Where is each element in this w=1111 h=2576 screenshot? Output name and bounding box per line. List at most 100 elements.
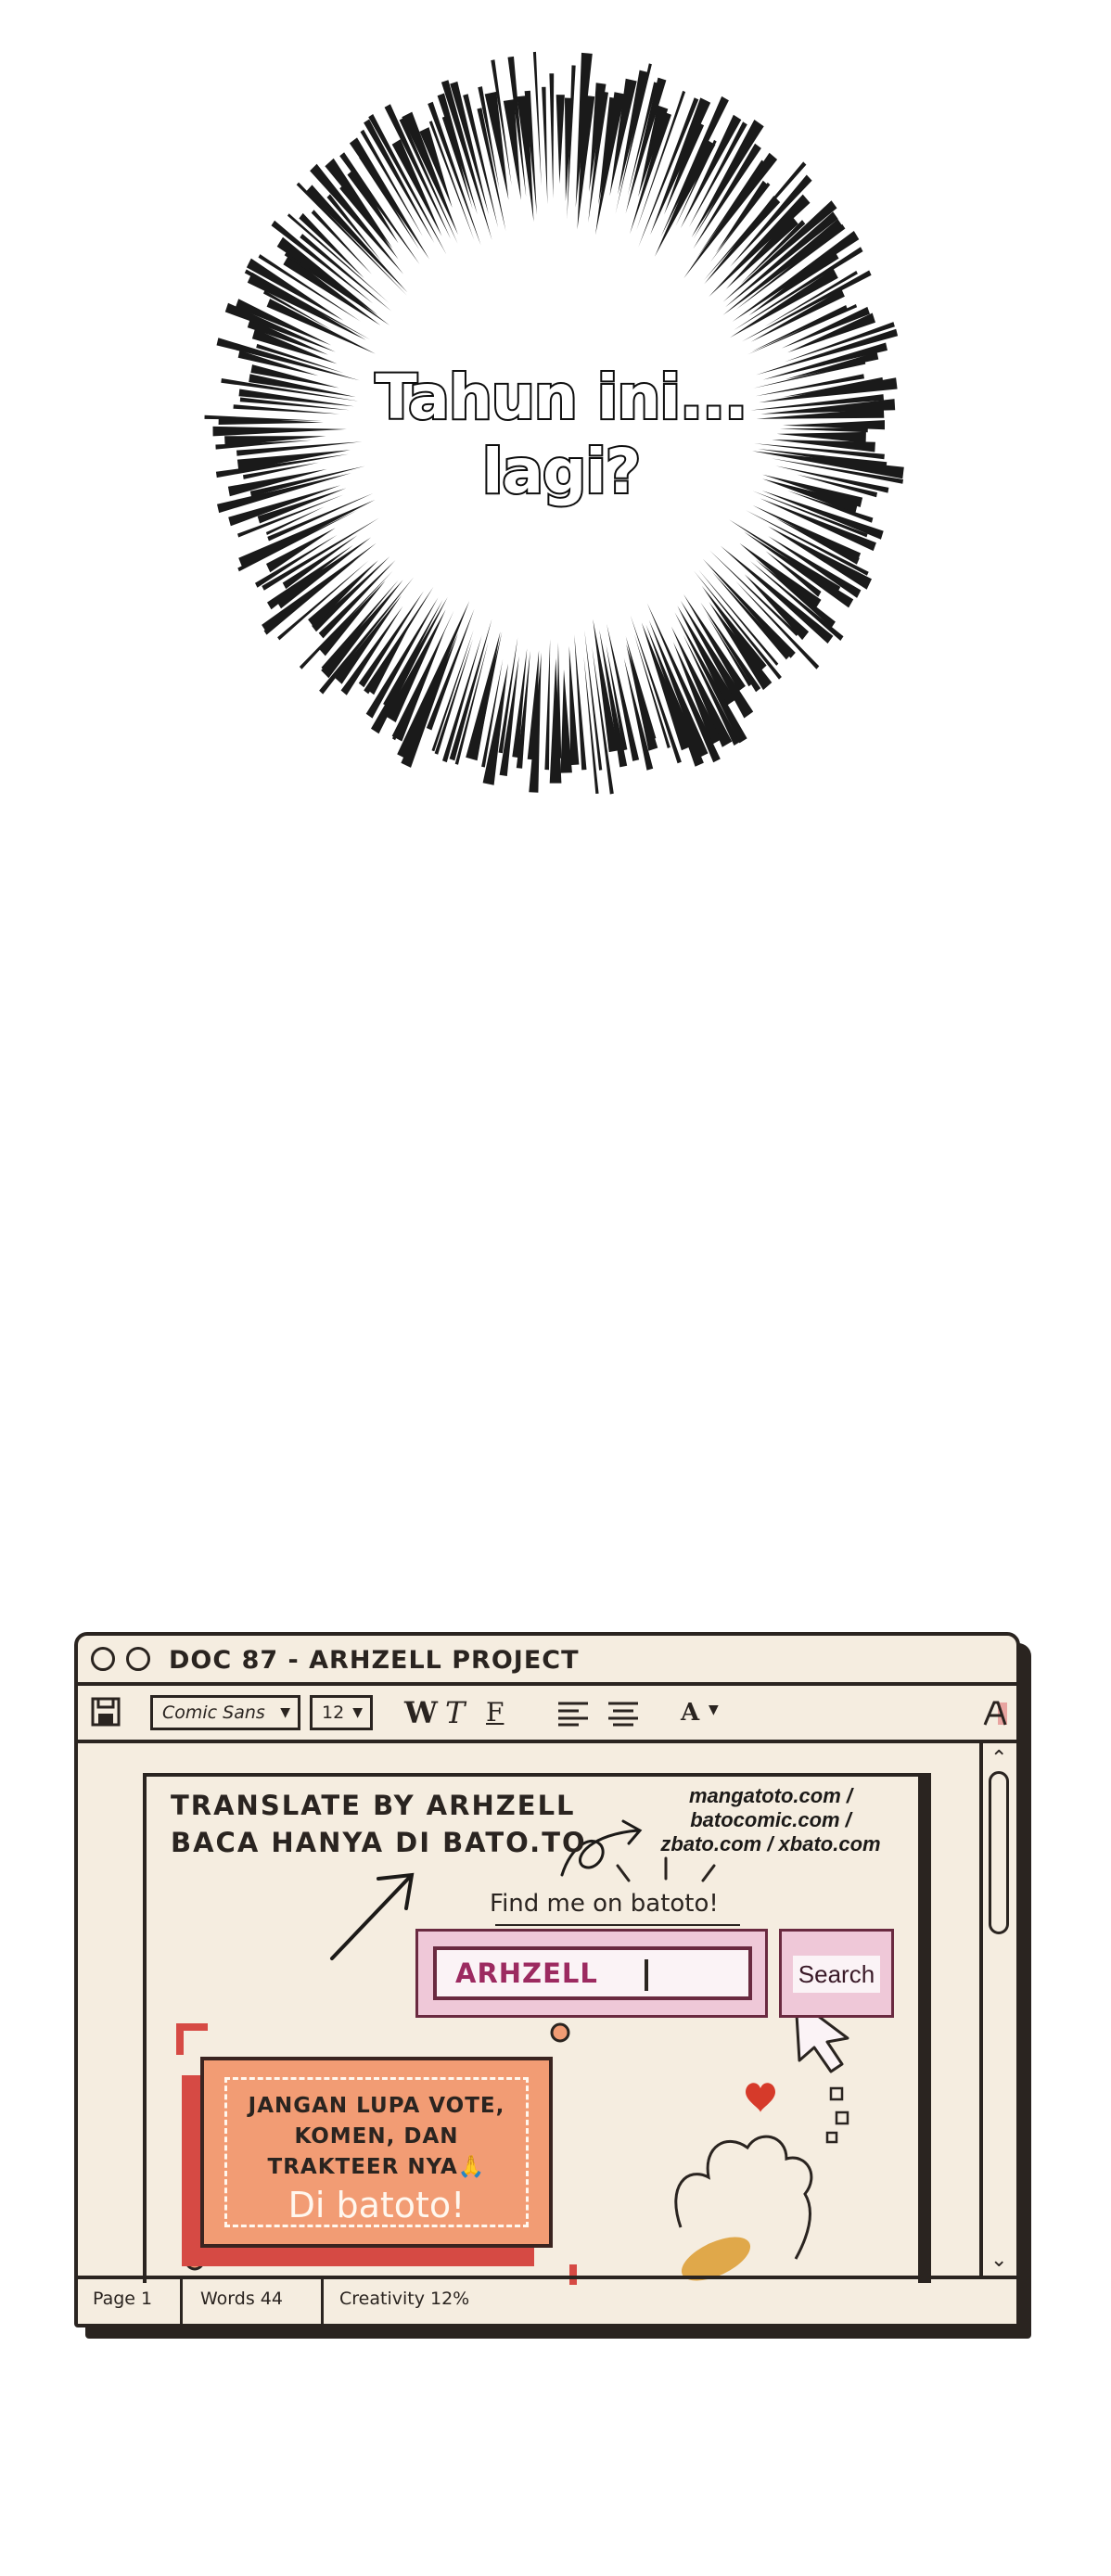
speed-line	[761, 491, 884, 540]
search-input[interactable]: ARHZELL	[433, 1946, 752, 2000]
speed-line	[311, 210, 372, 274]
sparkle-lines-doodle	[616, 1856, 716, 1882]
speed-line	[266, 299, 376, 354]
speed-line	[238, 499, 376, 568]
speed-line	[715, 180, 769, 253]
speed-line	[243, 462, 319, 479]
speed-line	[532, 51, 542, 186]
speed-line	[326, 194, 381, 261]
underline-button[interactable]: F	[486, 1697, 504, 1728]
speed-line	[710, 182, 771, 262]
italic-button[interactable]: T	[445, 1695, 466, 1730]
speed-line	[648, 619, 709, 759]
speed-line	[744, 531, 854, 608]
doodle-layer	[176, 1819, 849, 2285]
search-button[interactable]: Search	[793, 1956, 880, 1993]
speed-line	[237, 350, 319, 376]
scroll-thumb[interactable]	[989, 1771, 1009, 1934]
speed-line	[262, 517, 379, 591]
speed-line	[607, 624, 640, 761]
window-close-button[interactable]	[91, 1647, 115, 1671]
speed-line	[625, 636, 657, 741]
status-creativity: Creativity 12%	[339, 2289, 470, 2309]
speed-line	[625, 77, 667, 214]
mirror-site-3: zbato.com / xbato.com	[660, 1832, 881, 1855]
speed-line	[722, 200, 837, 302]
text-style-icon[interactable]	[981, 1699, 1011, 1728]
speed-line	[725, 215, 798, 289]
speed-line	[478, 86, 500, 190]
speed-lines-burst	[204, 51, 904, 795]
speed-line	[681, 600, 754, 719]
speed-line	[693, 131, 760, 239]
speed-line	[319, 580, 386, 657]
heart-icon	[746, 2083, 775, 2112]
speed-line	[318, 560, 396, 639]
window-minimize-button[interactable]	[126, 1647, 150, 1671]
speed-line	[481, 658, 504, 768]
speed-line	[720, 545, 834, 644]
speed-line	[760, 498, 876, 552]
speed-line	[722, 219, 844, 315]
speed-line	[312, 555, 390, 632]
speed-line	[702, 558, 796, 658]
speed-line	[524, 90, 537, 215]
vertical-scrollbar[interactable]: ⌃ ⌄	[979, 1743, 1016, 2276]
font-size-select[interactable]: 12 ▼	[310, 1695, 373, 1730]
speed-line	[428, 101, 481, 246]
speed-line	[556, 95, 565, 185]
scroll-down-icon[interactable]: ⌄	[990, 2249, 1008, 2272]
speed-line	[706, 613, 752, 687]
speed-line	[434, 639, 473, 755]
speed-line	[701, 586, 767, 672]
speed-line	[756, 328, 899, 376]
document-page: TRANSLATE BY ARHZELL BACA HANYA DI BATO.…	[143, 1773, 922, 2285]
speed-line	[592, 646, 614, 795]
speed-line	[397, 601, 470, 760]
speed-line	[783, 376, 884, 398]
speed-line	[577, 95, 595, 230]
speed-line	[674, 612, 747, 744]
speed-line	[746, 510, 869, 576]
font-family-select[interactable]: Comic Sans ▼	[150, 1695, 300, 1730]
speed-line	[224, 436, 326, 447]
speed-line	[236, 441, 363, 456]
speed-line	[399, 118, 458, 244]
speed-line	[251, 328, 338, 364]
speed-line	[734, 247, 863, 331]
speed-line	[339, 152, 420, 264]
format-toolbar: Comic Sans ▼ 12 ▼ W T F A ▼	[78, 1686, 1016, 1743]
speed-line	[756, 408, 885, 419]
speed-line	[340, 606, 403, 695]
font-color-button[interactable]: A	[681, 1699, 700, 1727]
status-page: Page 1	[93, 2289, 153, 2309]
speed-line	[310, 163, 404, 274]
speed-line	[606, 644, 628, 751]
speed-line	[347, 168, 399, 244]
speed-line	[392, 610, 454, 741]
note-text-line-3: TRAKTEER NYA🙏	[267, 2155, 486, 2179]
speed-line	[689, 121, 747, 227]
arrow-doodle	[330, 1872, 415, 1960]
speed-burst-panel: Tahun ini... lagi?	[0, 0, 1111, 797]
speed-line	[255, 534, 338, 588]
speed-line	[238, 389, 354, 407]
speed-line	[321, 580, 403, 679]
speed-line	[787, 312, 875, 353]
note-dashed-border: JANGAN LUPA VOTE, KOMEN, DAN TRAKTEER NY…	[224, 2077, 529, 2227]
align-center-icon[interactable]	[607, 1701, 640, 1727]
speed-line	[365, 597, 439, 719]
curly-arrow-doodle	[560, 1819, 643, 1877]
scroll-up-icon[interactable]: ⌃	[990, 1747, 1008, 1770]
speed-line	[630, 615, 682, 764]
speed-line	[627, 82, 658, 196]
align-left-icon[interactable]	[556, 1701, 590, 1727]
save-icon[interactable]	[91, 1697, 121, 1727]
speed-line	[583, 657, 599, 794]
speed-line	[768, 526, 872, 590]
speed-line	[775, 465, 889, 493]
bold-button[interactable]: W	[404, 1695, 438, 1730]
speed-line	[265, 506, 325, 535]
speed-line	[740, 220, 806, 285]
speed-line	[227, 468, 327, 497]
